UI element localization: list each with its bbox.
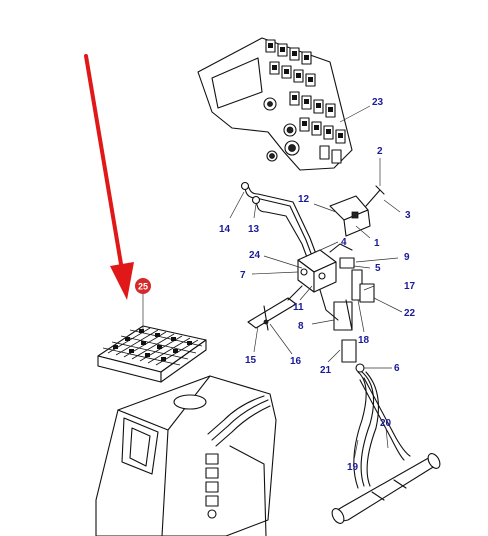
callout-12: 12 [298,194,310,205]
callout-2: 2 [377,146,383,157]
callout-5: 5 [375,263,381,274]
callout-1: 1 [374,238,380,249]
control-panel [197,37,353,171]
callout-11: 11 [293,302,304,313]
callout-14: 14 [219,224,231,235]
callout-6: 6 [394,363,400,374]
badge-label: 25 [138,282,148,292]
callout-4: 4 [341,237,347,248]
hydraulic-hoses [331,371,441,524]
callout-21: 21 [320,365,332,376]
callout-7: 7 [240,270,246,281]
callout-labels: 23 2 3 12 1 4 14 13 24 9 7 5 17 11 22 8 … [219,97,416,473]
mounting-bracket [329,185,385,237]
callout-13: 13 [248,224,260,235]
callout-24: 24 [249,250,261,261]
callout-9: 9 [404,252,410,263]
hydraulic-lines-upper [240,181,317,261]
valve-block [297,243,375,373]
fuse-relay-box [97,325,207,383]
pointer-arrow [84,54,134,300]
callout-20: 20 [380,418,392,429]
highlight-badge: 25 [135,278,151,330]
callout-23: 23 [372,97,384,108]
leader-lines [229,105,403,461]
callout-22: 22 [404,308,416,319]
mounting-plate [247,285,303,331]
callout-3: 3 [405,210,411,221]
machine-body [95,375,277,536]
callout-19: 19 [347,462,359,473]
callout-16: 16 [290,356,302,367]
callout-15: 15 [245,355,257,366]
callout-8: 8 [298,321,304,332]
callout-18: 18 [358,335,370,346]
callout-17: 17 [404,281,416,292]
